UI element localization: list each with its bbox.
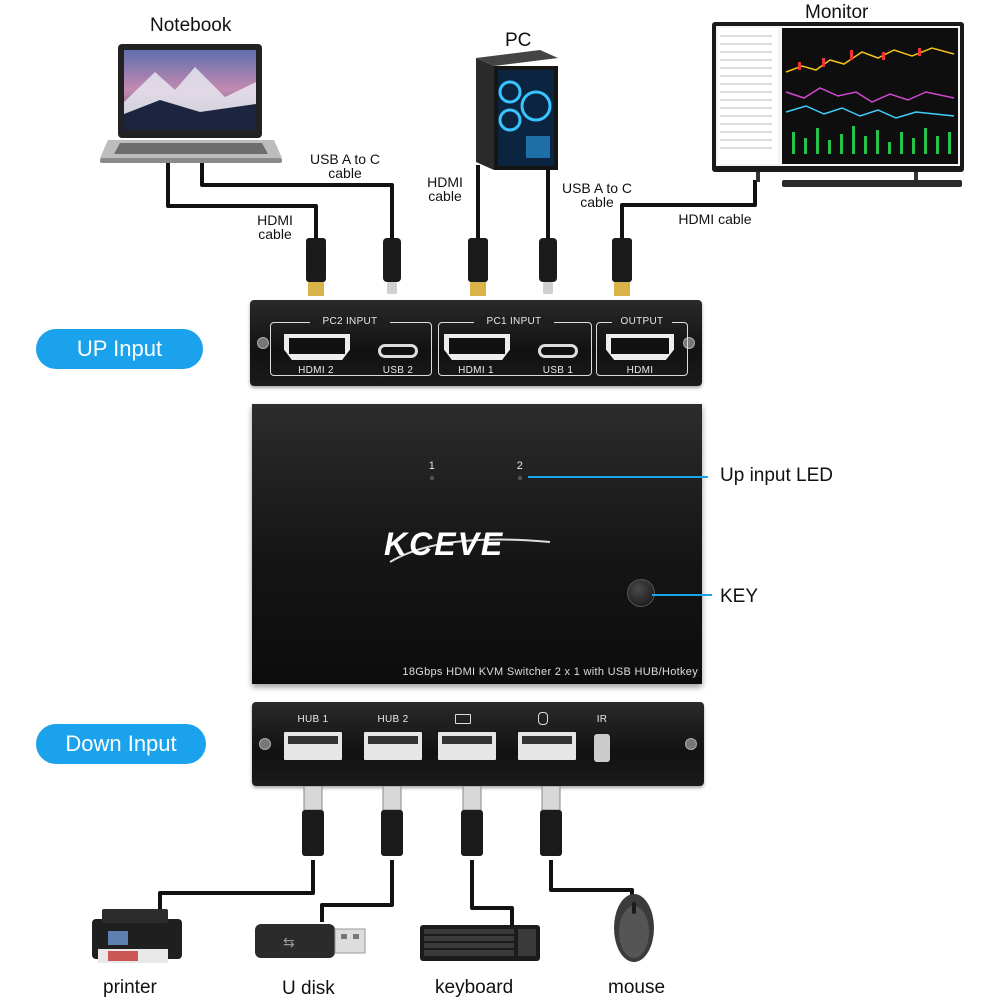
top-connectors [306,238,632,296]
keyboard-cable [470,860,514,928]
down-input-panel: HUB 1 HUB 2 IR [252,702,704,786]
up-input-panel: PC2 INPUT HDMI 2 USB 2 PC1 INPUT HDMI 1 … [250,300,702,386]
monitor-icon [712,22,964,187]
key-button[interactable] [627,579,655,607]
led-pointer-line [528,476,708,478]
usb-a-plug-icon [381,786,403,856]
pc-usb-cable-label: USB A to C cable [561,180,633,210]
mouse-usb-port [518,732,576,760]
monitor-hdmi-cable [620,180,757,240]
mouse-port-icon [538,712,548,725]
product-caption: 18Gbps HDMI KVM Switcher 2 x 1 with USB … [402,666,698,678]
monitor-hdmi-cable-label: HDMI cable [678,211,752,227]
hdmi-output-port [606,334,674,360]
screw-icon [685,738,697,750]
up-input-led-label: Up input LED [720,465,834,486]
hub2-label: HUB 2 [377,714,409,725]
printer-cable [158,860,315,912]
notebook-hdmi-cable-label: HDMI cable [257,212,293,242]
keyboard-port-icon [455,714,471,724]
pc1-input-label: PC1 INPUT [474,316,554,327]
hub2-usb-port [364,732,422,760]
pc-icon [476,50,558,170]
hdmi2-port [284,334,350,360]
notebook-usb-cable [200,160,394,240]
screw-icon [257,337,269,349]
usb-c-plug-icon [539,238,557,294]
monitor-label: Monitor [805,2,869,23]
key-label: KEY [720,586,759,607]
udisk-icon: ⇆ [255,924,366,958]
usb-a-plug-icon [461,786,483,856]
ir-port [594,734,610,762]
led-1-label: 1 [428,460,436,472]
usb2-port [378,344,418,358]
key-pointer-line [652,594,712,596]
hdmi1-label: HDMI 1 [458,365,494,376]
led-2-label: 2 [516,460,524,472]
usb-a-plug-icon [540,786,562,856]
printer-label: printer [103,977,157,998]
usb1-label: USB 1 [542,365,574,376]
led-1-indicator [430,476,434,480]
hdmi-plug-icon [306,238,326,296]
keyboard-usb-port [438,732,496,760]
notebook-usb-cable-label: USB A to C cable [309,151,381,181]
usb-c-plug-icon [383,238,401,294]
mouse-cable [549,860,634,895]
notebook-hdmi-cable [166,160,318,240]
usb1-port [538,344,578,358]
udisk-cable [320,860,394,922]
mouse-icon [614,894,654,962]
mouse-label: mouse [608,977,666,998]
svg-text:⇆: ⇆ [283,935,295,951]
notebook-label: Notebook [150,15,232,36]
usb2-label: USB 2 [382,365,414,376]
udisk-label: U disk [282,978,335,999]
screw-icon [683,337,695,349]
hub1-usb-port [284,732,342,760]
hdmi-plug-icon [468,238,488,296]
usb-a-plug-icon [302,786,324,856]
hub1-label: HUB 1 [297,714,329,725]
output-label: OUTPUT [612,316,672,327]
led-2-indicator [518,476,522,480]
screw-icon [259,738,271,750]
pc-hdmi-cable-label: HDMI cable [427,174,463,204]
pc2-input-label: PC2 INPUT [310,316,390,327]
kvm-switch-body: 1 2 KCEVE 18Gbps HDMI KVM Switcher 2 x 1… [252,404,702,684]
up-input-pill: UP Input [36,329,203,369]
keyboard-label: keyboard [435,977,514,998]
hdmi-plug-icon [612,238,632,296]
bottom-connectors [302,786,562,856]
hdmi-output-label: HDMI [626,365,654,376]
hdmi2-label: HDMI 2 [298,365,334,376]
printer-icon [92,909,182,963]
hdmi1-port [444,334,510,360]
down-input-pill: Down Input [36,724,206,764]
keyboard-icon [420,925,540,961]
brand-swoosh-icon [389,538,551,563]
ir-label: IR [596,714,608,725]
brand-logo: KCEVE [384,526,505,562]
pc-label: PC [505,30,532,51]
notebook-icon [100,44,282,163]
